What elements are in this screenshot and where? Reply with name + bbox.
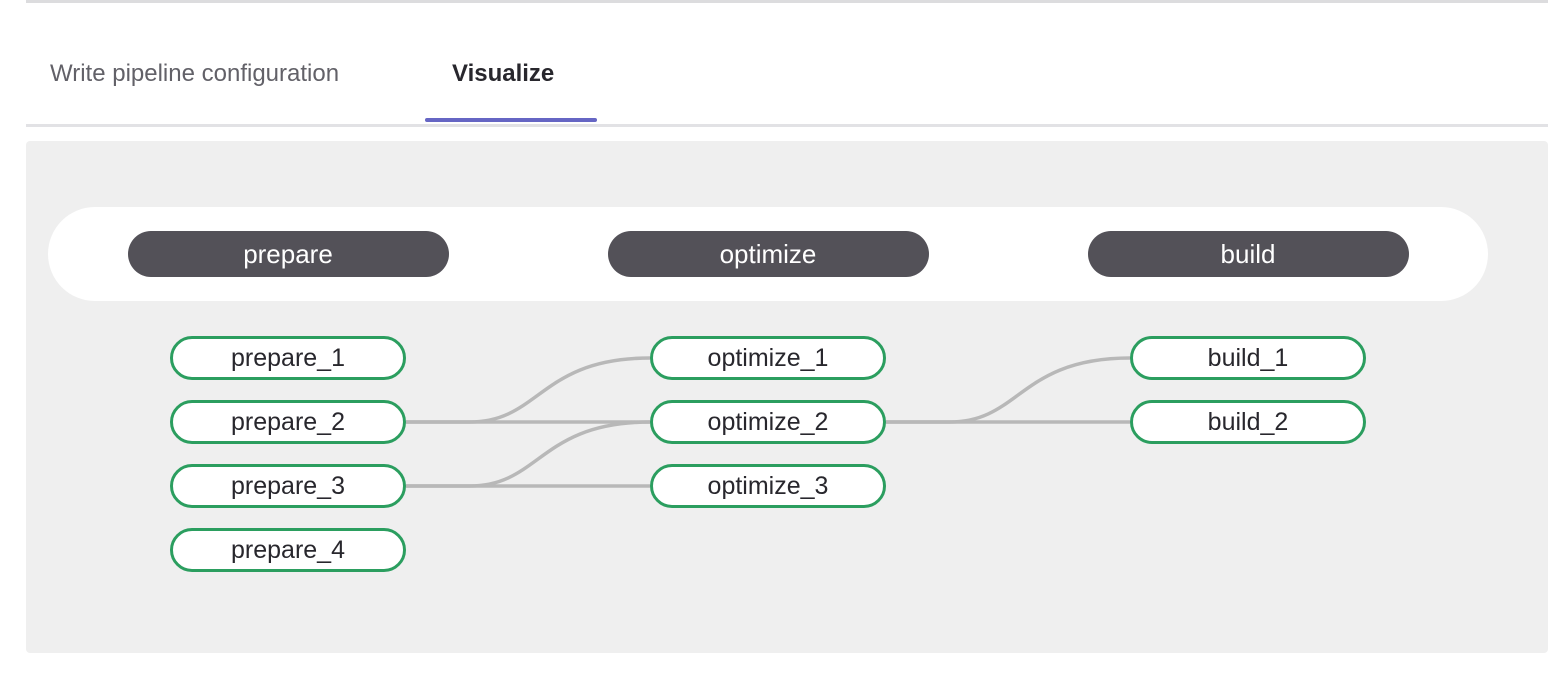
stage-pill-prepare: prepare	[127, 231, 449, 277]
job-pill-optimize_2[interactable]: optimize_2	[650, 400, 886, 444]
link-prepare_3-to-optimize_2	[406, 420, 651, 488]
job-pill-prepare_3[interactable]: prepare_3	[170, 464, 406, 508]
job-pill-prepare_2[interactable]: prepare_2	[170, 400, 406, 444]
link-optimize_2-to-build_1	[886, 356, 1131, 424]
job-pill-optimize_1[interactable]: optimize_1	[650, 336, 886, 380]
job-pill-prepare_4[interactable]: prepare_4	[170, 528, 406, 572]
tabs-bottom-border	[26, 124, 1548, 127]
active-tab-indicator	[425, 118, 597, 122]
job-pill-build_2[interactable]: build_2	[1130, 400, 1366, 444]
job-pill-build_1[interactable]: build_1	[1130, 336, 1366, 380]
job-pill-optimize_3[interactable]: optimize_3	[650, 464, 886, 508]
tab-write-pipeline-configuration[interactable]: Write pipeline configuration	[50, 58, 339, 90]
link-prepare_2-to-optimize_1	[406, 356, 651, 424]
stage-pill-build: build	[1087, 231, 1409, 277]
job-pill-prepare_1[interactable]: prepare_1	[170, 336, 406, 380]
tab-visualize[interactable]: Visualize	[452, 58, 554, 90]
stage-pill-optimize: optimize	[607, 231, 929, 277]
job-links-svg	[406, 356, 1131, 488]
top-divider	[26, 0, 1548, 3]
